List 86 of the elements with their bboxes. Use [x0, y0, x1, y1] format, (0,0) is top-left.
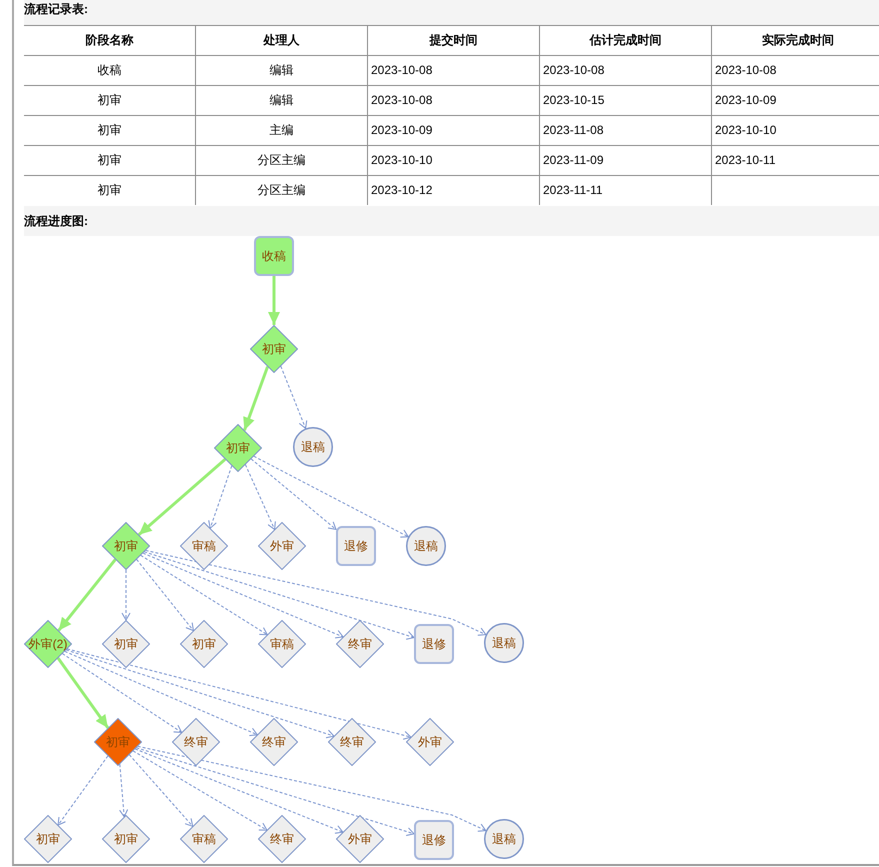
table-cell: 分区主编	[196, 175, 368, 205]
diamond-node: 初审	[102, 522, 150, 570]
arrow	[243, 366, 269, 431]
diamond-node: 初审	[214, 424, 262, 472]
table-cell: 2023-10-10	[712, 115, 879, 145]
table-cell: 初审	[24, 145, 196, 175]
section-heading: 流程进度图:	[24, 206, 879, 236]
table-cell: 2023-11-08	[540, 115, 712, 145]
dashed-arrow	[144, 551, 414, 640]
table-cell: 2023-10-15	[540, 85, 712, 115]
circle-node: 退稿	[293, 427, 333, 467]
dashed-arrow	[64, 650, 258, 736]
rounded-box: 退修	[414, 820, 454, 860]
table-cell: 初审	[24, 115, 196, 145]
diamond-node: 外审	[336, 815, 384, 863]
column-header: 处理人	[196, 25, 368, 55]
dashed-arrow	[58, 755, 108, 826]
dashed-arrow	[66, 649, 334, 738]
diamond-node: 终审	[250, 718, 298, 766]
table-cell: 2023-10-09	[368, 115, 540, 145]
circle-node: 退稿	[484, 623, 524, 663]
diamond-node: 外审	[258, 522, 306, 570]
table-cell: 主编	[196, 115, 368, 145]
dashed-arrow	[122, 570, 130, 620]
dashed-arrow	[280, 366, 308, 429]
table-cell: 2023-10-11	[712, 145, 879, 175]
dashed-arrow	[119, 764, 128, 818]
rounded-box: 退修	[414, 624, 454, 664]
table-cell: 编辑	[196, 55, 368, 85]
column-header: 提交时间	[368, 25, 540, 55]
diamond-node: 终审	[172, 718, 220, 766]
diamond-node: 初审	[102, 815, 150, 863]
diamond-node: 外审(2)	[24, 620, 72, 668]
dashed-arrow	[142, 552, 344, 638]
rounded-box: 收稿	[254, 236, 294, 276]
table-cell: 分区主编	[196, 145, 368, 175]
section-heading: 流程记录表:	[24, 0, 879, 25]
column-header: 实际完成时间	[712, 25, 879, 55]
column-header: 估计完成时间	[540, 25, 712, 55]
column-header: 阶段名称	[24, 25, 196, 55]
dashed-arrow	[208, 465, 232, 529]
diamond-node: 初审	[94, 718, 142, 766]
dashed-arrow	[128, 754, 194, 827]
arrow	[56, 657, 110, 729]
dashed-arrow	[140, 554, 268, 636]
table-cell: 2023-10-09	[712, 85, 879, 115]
dashed-arrow	[250, 458, 336, 530]
diamond-node: 审稿	[180, 815, 228, 863]
table-cell: 2023-10-08	[368, 85, 540, 115]
dashed-arrow	[137, 746, 486, 832]
diamond-node: 终审	[258, 815, 306, 863]
diamond-node: 初审	[250, 325, 298, 373]
diamond-node: 初审	[24, 815, 72, 863]
table-cell: 2023-10-10	[368, 145, 540, 175]
table-cell: 初审	[24, 175, 196, 205]
dashed-arrow	[145, 550, 486, 636]
dashed-arrow	[244, 464, 276, 530]
dashed-arrow	[136, 558, 194, 632]
table-cell: 编辑	[196, 85, 368, 115]
diamond-node: 终审	[336, 620, 384, 668]
circle-node: 退稿	[484, 819, 524, 859]
table-cell: 2023-10-12	[368, 175, 540, 205]
table-cell: 2023-11-09	[540, 145, 712, 175]
table-cell: 初审	[24, 85, 196, 115]
dashed-arrow	[62, 653, 182, 733]
dashed-arrow	[134, 748, 344, 834]
table-cell: 2023-10-08	[712, 55, 879, 85]
arrow	[138, 458, 226, 536]
diamond-node: 初审	[180, 620, 228, 668]
table-cell: 2023-10-08	[540, 55, 712, 85]
diamond-node: 审稿	[180, 522, 228, 570]
dashed-arrow	[136, 747, 414, 836]
table-cell: 2023-11-11	[540, 175, 712, 205]
dashed-arrow	[66, 648, 412, 740]
diamond-node: 审稿	[258, 620, 306, 668]
diamond-node: 外审	[406, 718, 454, 766]
circle-node: 退稿	[406, 526, 446, 566]
diamond-node: 终审	[328, 718, 376, 766]
dashed-arrow	[253, 456, 409, 538]
rounded-box: 退修	[336, 526, 376, 566]
diamond-node: 初审	[102, 620, 150, 668]
arrow	[268, 276, 280, 325]
table-cell: 2023-10-08	[368, 55, 540, 85]
arrow	[57, 558, 117, 632]
table-cell: 收稿	[24, 55, 196, 85]
dashed-arrow	[132, 750, 268, 831]
